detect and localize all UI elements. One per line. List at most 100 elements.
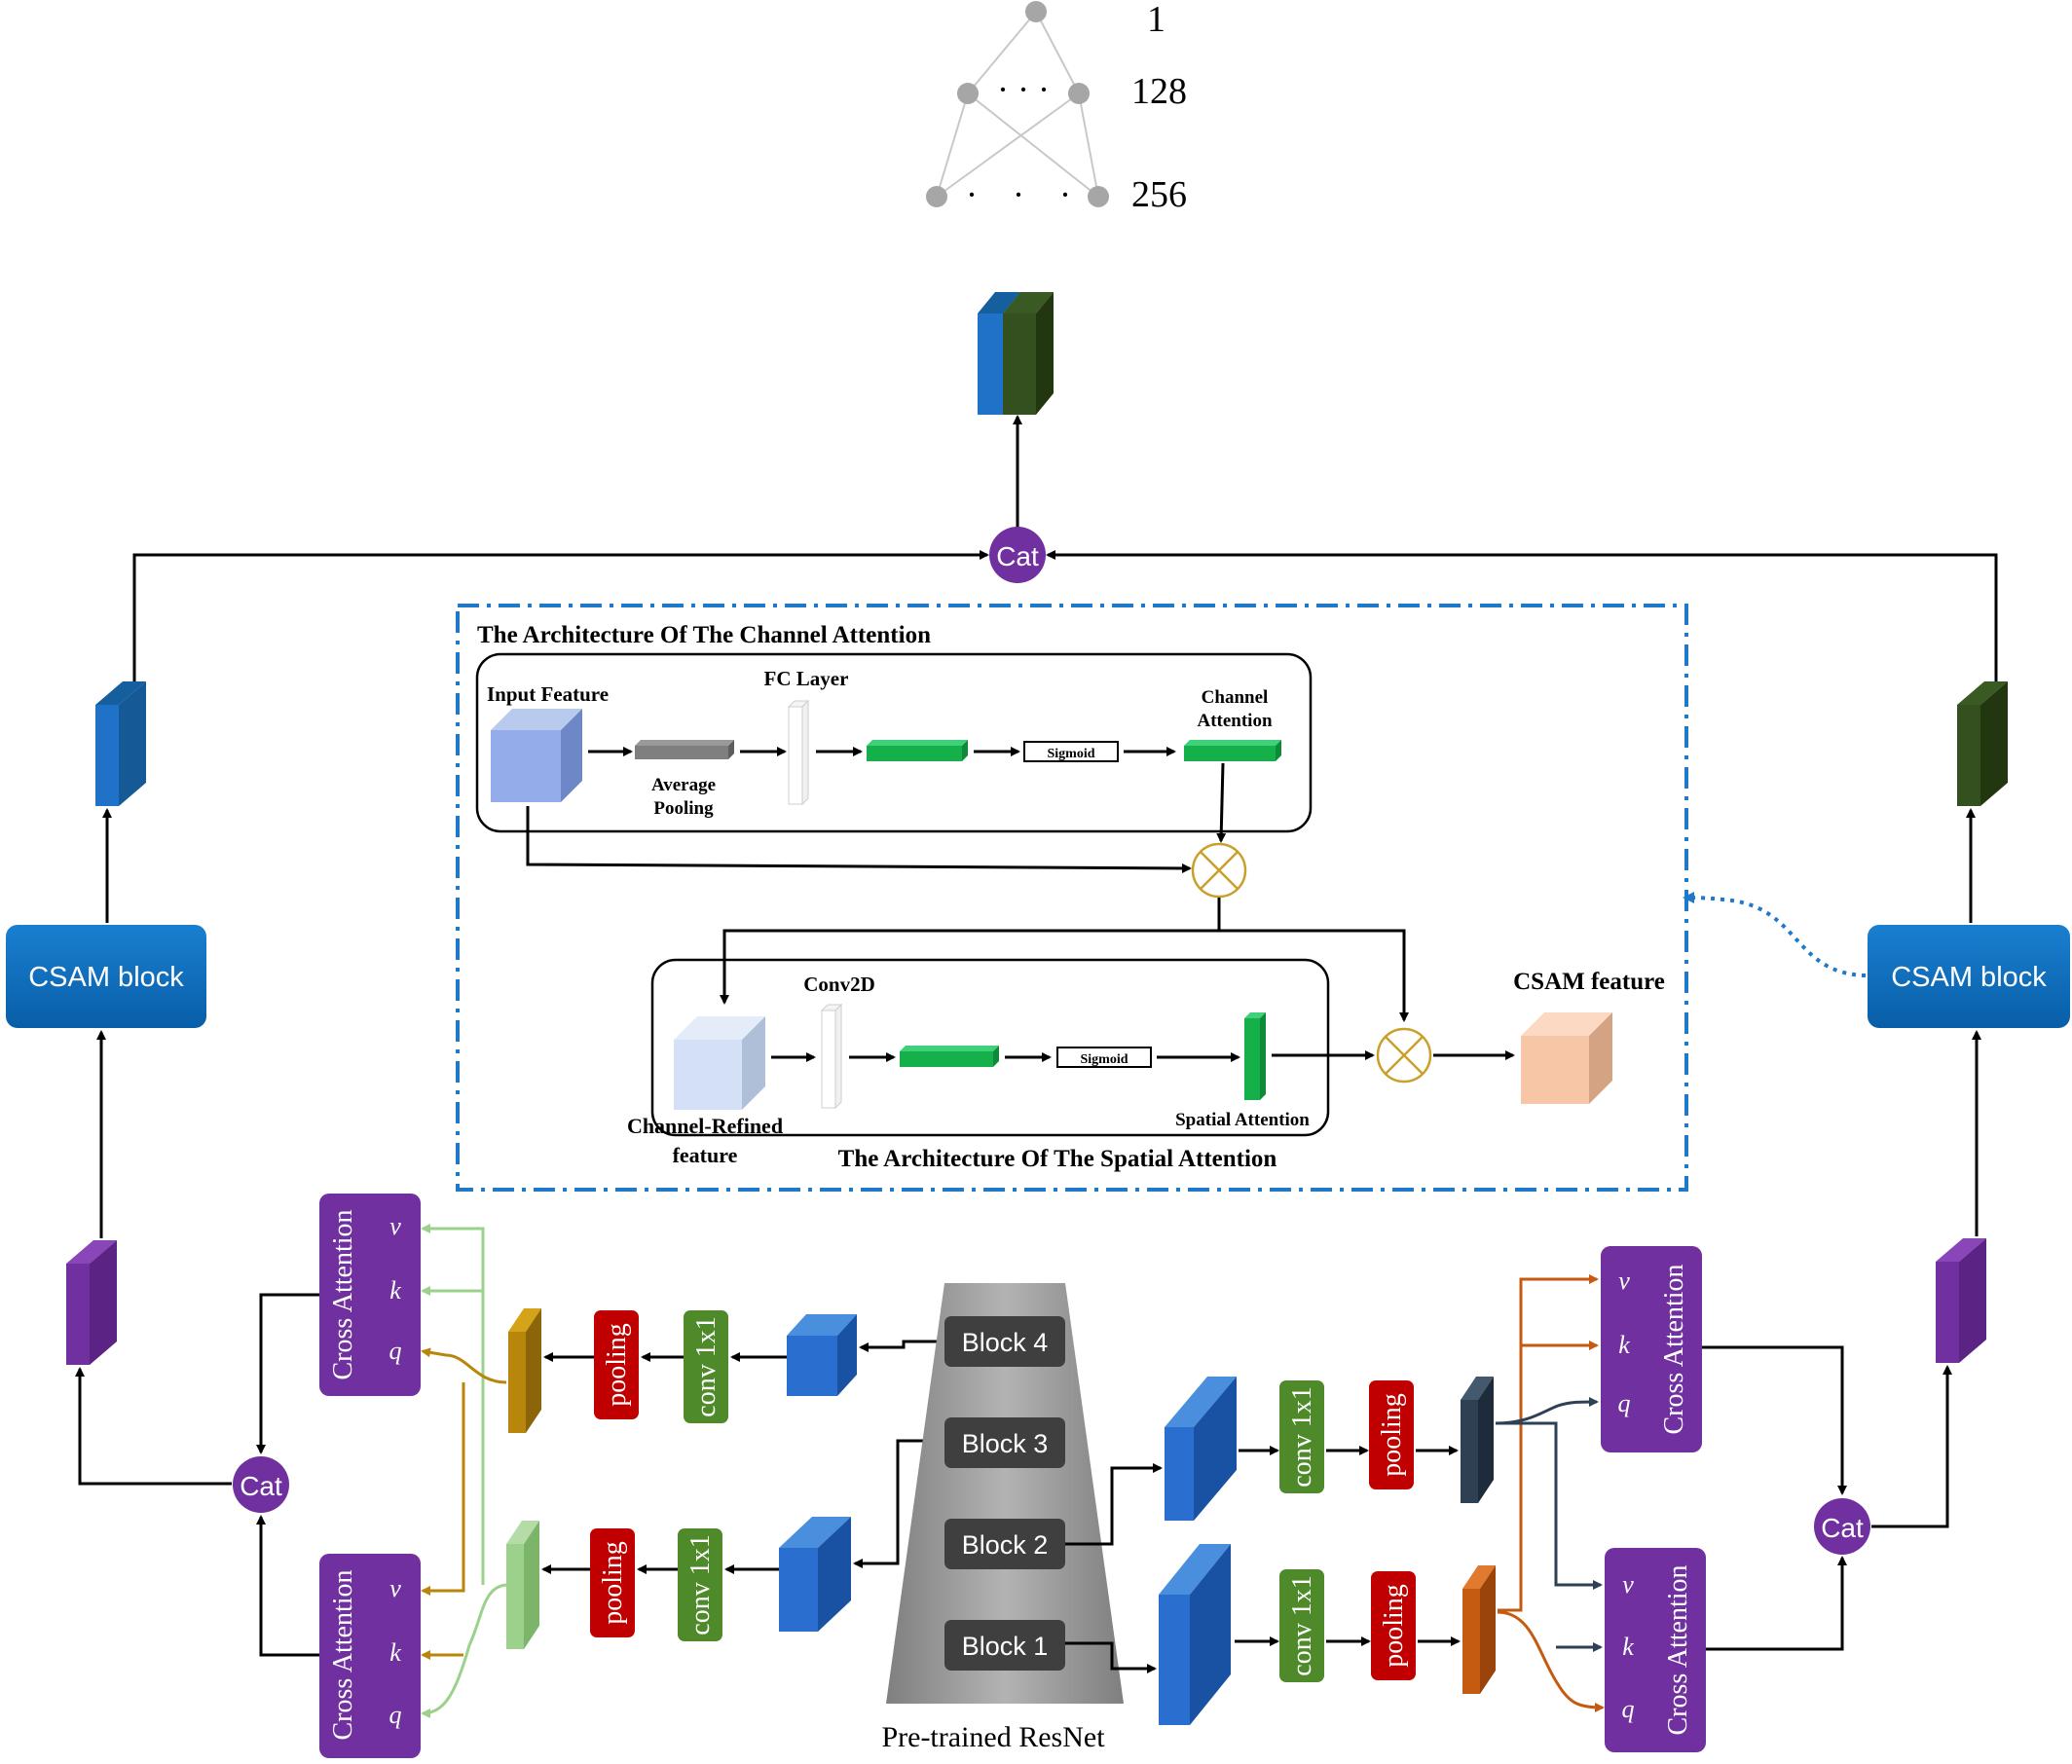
csam-feature-cube [1521, 1012, 1612, 1104]
arrow-block1-to-feature [1065, 1641, 1157, 1673]
orange-feature-map [1462, 1565, 1496, 1694]
top-right-conv-op: conv 1x1 [1279, 1380, 1324, 1493]
arrow-multiply-to-spatial [720, 898, 1221, 1005]
conv2d-label: Conv2D [803, 973, 875, 996]
block3-feature [779, 1517, 851, 1632]
channel-attention-label-1: Channel [1202, 687, 1269, 708]
ca-q-label: q [1622, 1695, 1635, 1723]
arrow-multiply-skip [1219, 929, 1409, 1022]
average-pooling-label-1: Average [651, 775, 716, 795]
fc-dots-128: · · · [997, 70, 1050, 109]
arrow-bottom-ca-to-left-cat [256, 1515, 319, 1657]
ca-k-label: k [389, 1276, 401, 1305]
spatial-attention-bar [1244, 1012, 1266, 1100]
left-csam-block-label: CSAM block [28, 962, 184, 993]
fc-layer-1-label: 1 [1147, 0, 1166, 40]
ca-v-label: v [1622, 1570, 1634, 1599]
block-4-label: Block 4 [962, 1328, 1049, 1357]
arrow-right-branch-to-cat [1046, 550, 1998, 681]
arrow-block2-to-feature [1065, 1463, 1163, 1546]
left-cat-node: Cat [233, 1456, 289, 1513]
top-output-feature [978, 292, 1054, 415]
spatial-attention-title: The Architecture Of The Spatial Attentio… [838, 1146, 1277, 1172]
fc-node [1088, 186, 1109, 207]
top-cat-node: Cat [989, 527, 1046, 583]
left-cat-label: Cat [240, 1471, 282, 1501]
pooling-label: pooling [1379, 1584, 1409, 1668]
ca-q-label: q [1618, 1389, 1631, 1417]
channel-attention-label-2: Attention [1197, 711, 1272, 731]
fc-layer-slab [787, 699, 810, 806]
channel-attention-box [475, 652, 1313, 833]
top-cat-label: Cat [996, 541, 1039, 571]
channel-attention-bar [1184, 740, 1281, 761]
arrow-input-to-multiply [526, 806, 1192, 873]
ca-q-label: q [389, 1337, 402, 1365]
arrow-right-cat-to-purple [1871, 1365, 1952, 1528]
navy-routing [1495, 1397, 1603, 1652]
top-left-conv-op: conv 1x1 [684, 1310, 728, 1423]
fc-node [1025, 1, 1047, 22]
fc-node [957, 83, 979, 104]
cross-attention-label: Cross Attention [1659, 1264, 1689, 1434]
left-purple-feature [66, 1240, 117, 1365]
multiply-node-2 [1376, 1027, 1432, 1084]
ca-k-label: k [389, 1638, 401, 1667]
cross-attention-label: Cross Attention [328, 1209, 358, 1379]
block-2-label: Block 2 [962, 1530, 1049, 1560]
channel-sigmoid-label: Sigmoid [1047, 747, 1094, 761]
arrow-block4-to-feature [859, 1340, 944, 1352]
fc-output-bar [867, 740, 968, 761]
ca-k-label: k [1622, 1633, 1634, 1661]
right-csam-output-feature [1957, 681, 2008, 806]
block-3-label: Block 3 [962, 1429, 1049, 1458]
bottom-left-conv-op: conv 1x1 [678, 1528, 722, 1641]
navy-feature-map [1461, 1377, 1494, 1503]
csam-detail-link [1683, 892, 1867, 977]
csam-detail-panel: The Architecture Of The Channel Attentio… [456, 604, 1688, 1192]
left-bottom-cross-attention: Cross Attention v k q [319, 1554, 421, 1758]
left-top-cross-attention: Cross Attention v k q [319, 1194, 421, 1396]
ca-v-label: v [389, 1212, 401, 1240]
fc-node [1068, 83, 1090, 104]
resnet-block-2: Block 2 [944, 1519, 1065, 1569]
arrow-left-cat-to-purple [75, 1367, 232, 1486]
top-right-pooling-op: pooling [1369, 1380, 1414, 1489]
conv-label: conv 1x1 [691, 1316, 722, 1416]
fc-edges [936, 11, 1099, 198]
resnet-block-3: Block 3 [944, 1417, 1065, 1468]
conv2d-output-bar [900, 1046, 999, 1067]
spatial-sigmoid-label: Sigmoid [1080, 1052, 1128, 1067]
channel-refined-label-1: Channel-Refined [627, 1114, 783, 1138]
block2-feature [1165, 1377, 1237, 1521]
average-pooling-bar [635, 740, 734, 759]
ca-q-label: q [389, 1701, 402, 1729]
bottom-right-conv-op: conv 1x1 [1279, 1569, 1324, 1682]
right-purple-feature [1936, 1238, 1986, 1363]
spatial-attention-label: Spatial Attention [1175, 1110, 1310, 1130]
right-cat-node: Cat [1814, 1498, 1870, 1555]
ca-v-label: v [389, 1574, 401, 1602]
arrow-right-bottom-ca-to-cat [1706, 1556, 1847, 1651]
right-cat-label: Cat [1821, 1513, 1864, 1543]
spatial-sigmoid-box [1056, 1047, 1152, 1068]
fc-head: · · · · · · 1 128 256 [926, 0, 1187, 215]
block1-feature [1159, 1544, 1231, 1725]
conv-label: conv 1x1 [1287, 1575, 1317, 1675]
right-bottom-cross-attention: Cross Attention v k q [1605, 1548, 1706, 1752]
average-pooling-label-2: Pooling [653, 798, 714, 819]
top-left-pooling-op: pooling [594, 1310, 639, 1419]
channel-refined-cube [674, 1016, 765, 1110]
arrow-left-branch-to-cat [132, 550, 989, 681]
fc-dots-256: · · · [966, 175, 1071, 214]
orange-routing [1497, 1274, 1605, 1712]
conv-label: conv 1x1 [1287, 1386, 1317, 1487]
csam-feature-label: CSAM feature [1513, 969, 1665, 995]
right-top-cross-attention: Cross Attention v k q [1601, 1246, 1702, 1452]
resnet-backbone: Pre-trained ResNet Block 4 Block 3 Block… [881, 1283, 1124, 1753]
arrow-block3-to-feature [853, 1439, 944, 1568]
arrow-ca-to-multiply [1216, 762, 1227, 843]
input-feature-cube [491, 709, 582, 802]
